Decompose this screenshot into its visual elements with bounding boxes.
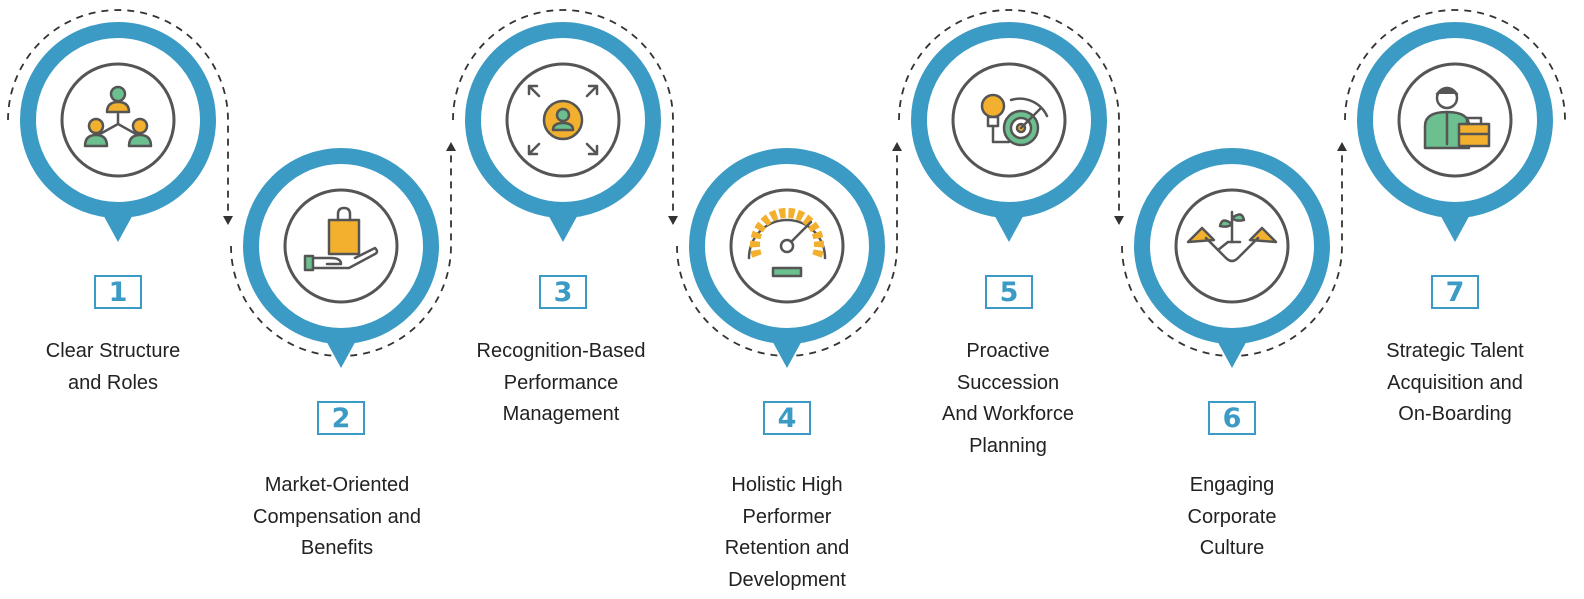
connector-arc [7,9,229,222]
step-label-3: Recognition-Based Performance Management [476,340,646,425]
step-number-text: 6 [1222,402,1242,434]
icon-circle [1174,188,1290,304]
handshake-plant-icon [1186,210,1278,263]
step-number-3: 3 [539,275,587,309]
step-number-4: 4 [763,401,811,435]
step-number-text: 3 [553,276,573,308]
step-label-6: Engaging Corporate Culture [1187,474,1277,559]
idea-target-icon [980,93,1049,147]
step-label-2: Market-Oriented Compensation and Benefit… [253,474,421,559]
businessman-briefcase-icon [1423,86,1491,150]
step-number-text: 5 [999,276,1019,308]
step-number-2: 2 [317,401,365,435]
step-number-text: 2 [331,402,351,434]
arrow-down-icon [668,216,678,225]
speedometer-icon [747,207,827,278]
step-label-7: Strategic Talent Acquisition and On-Boar… [1386,340,1524,425]
arrow-down-icon [1114,216,1124,225]
connector-arc [676,146,898,357]
step-number-text: 4 [777,402,797,434]
step-number-text: 1 [108,276,128,308]
connector-arc [1121,146,1343,357]
hand-holding-bag-icon [303,206,379,272]
step-number-text: 7 [1445,276,1465,308]
step-marker-4 [689,148,885,368]
arrow-down-icon [223,216,233,225]
step-marker-1 [20,22,216,242]
connector-arc [452,9,674,222]
step-marker-2 [243,148,439,368]
step-marker-3 [465,22,661,242]
arrow-up-icon [892,142,902,151]
step-marker-6 [1134,148,1330,368]
connector-arc [1344,9,1566,121]
step-number-7: 7 [1431,275,1479,309]
step-label-1: Clear Structure and Roles [45,340,181,394]
step-label-5: Proactive Succession And Workforce Plann… [942,340,1074,457]
expand-person-icon [527,84,599,156]
org-chart-icon [83,85,153,148]
step-number-6: 6 [1208,401,1256,435]
arrow-up-icon [1337,142,1347,151]
connector-arc [230,146,452,357]
step-number-1: 1 [94,275,142,309]
step-number-5: 5 [985,275,1033,309]
step-marker-7 [1357,22,1553,242]
step-label-4: Holistic High Performer Retention and De… [724,474,850,591]
step-marker-5 [911,22,1107,242]
connector-arc [898,9,1120,222]
arrow-up-icon [446,142,456,151]
